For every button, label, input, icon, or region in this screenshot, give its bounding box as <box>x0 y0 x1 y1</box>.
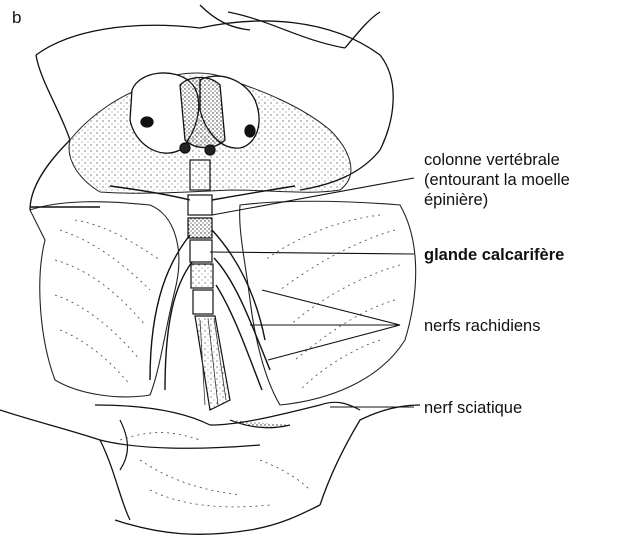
label-colonne-line-1: colonne vertébrale <box>424 150 570 170</box>
label-colonne-vertebrale: colonne vertébrale (entourant la moelle … <box>424 150 570 210</box>
muscle-striations <box>55 215 400 390</box>
label-colonne-line-2: (entourant la moelle <box>424 170 570 190</box>
leader-lines <box>210 178 414 407</box>
skull <box>130 73 259 155</box>
label-nerfs-rachidiens: nerfs rachidiens <box>424 316 540 336</box>
spinal-nerves <box>30 186 295 390</box>
pelvic-region <box>95 402 360 470</box>
leg-striations <box>120 433 310 507</box>
label-glande-calcarifere: glande calcarifère <box>424 245 564 265</box>
leader-nerfs-3 <box>268 325 400 360</box>
label-nerf-sciatique: nerf sciatique <box>424 398 522 418</box>
label-colonne-line-3: épinière) <box>424 190 570 210</box>
leader-glande <box>210 252 414 254</box>
leader-nerfs-1 <box>262 290 400 325</box>
